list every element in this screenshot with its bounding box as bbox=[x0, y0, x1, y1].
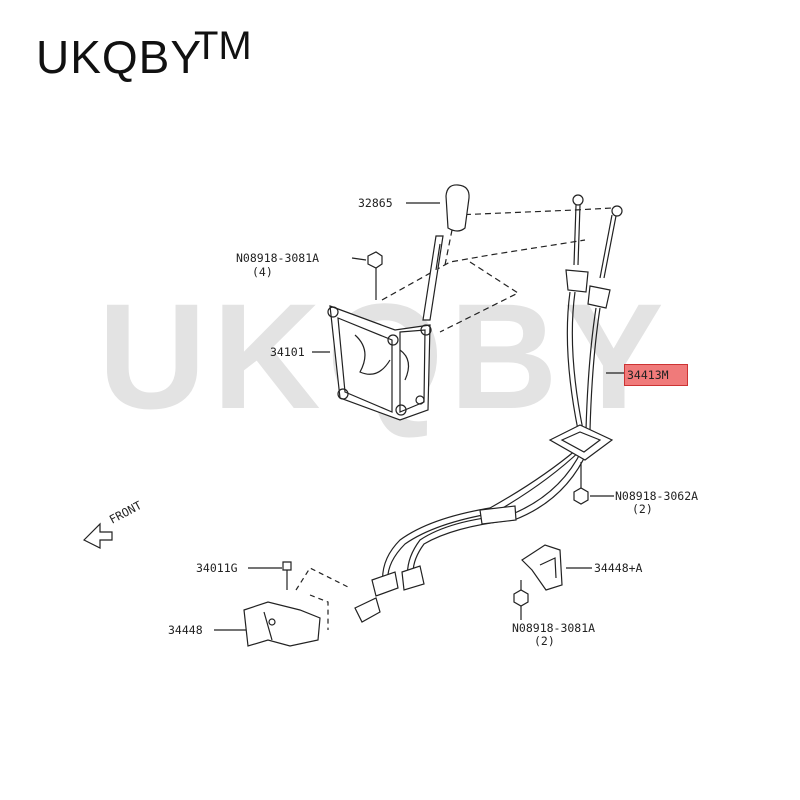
bracket-right bbox=[521, 544, 592, 591]
bracket-left bbox=[295, 567, 351, 630]
label-nut-bottom-qty: (2) bbox=[534, 634, 555, 648]
bracket-left-body bbox=[214, 601, 321, 647]
nut-bottom bbox=[513, 580, 529, 620]
shift-knob bbox=[445, 184, 470, 232]
trademark-symbol: TM bbox=[194, 24, 252, 68]
label-bracket: 34101 bbox=[270, 345, 305, 359]
highlighted-part-label: 34413M bbox=[624, 364, 688, 386]
label-bolt: 34011G bbox=[196, 561, 238, 575]
assembly-dashed-outline bbox=[381, 207, 613, 333]
nut-mid bbox=[573, 462, 614, 505]
label-nut-bottom: N08918-3081A bbox=[512, 621, 595, 635]
nut-top bbox=[351, 251, 383, 300]
label-nut-top-qty: (4) bbox=[252, 265, 273, 279]
label-front: FRONT bbox=[107, 498, 144, 527]
grommet-plate bbox=[548, 424, 614, 461]
label-nut-mid: N08918-3062A bbox=[615, 489, 698, 503]
label-cable: 34413M bbox=[627, 368, 669, 382]
front-arrow-icon bbox=[82, 522, 113, 549]
shift-cables bbox=[354, 194, 623, 623]
label-knob: 32865 bbox=[358, 196, 393, 210]
label-nut-top: N08918-3081A bbox=[236, 251, 319, 265]
bolt bbox=[248, 561, 292, 590]
brand-logo: UKQBY bbox=[36, 31, 203, 83]
shift-lever bbox=[422, 235, 444, 321]
label-bracket-left: 34448 bbox=[168, 623, 203, 637]
label-nut-mid-qty: (2) bbox=[632, 502, 653, 516]
shifter-bracket bbox=[327, 305, 432, 421]
label-bracket-right: 34448+A bbox=[594, 561, 643, 575]
